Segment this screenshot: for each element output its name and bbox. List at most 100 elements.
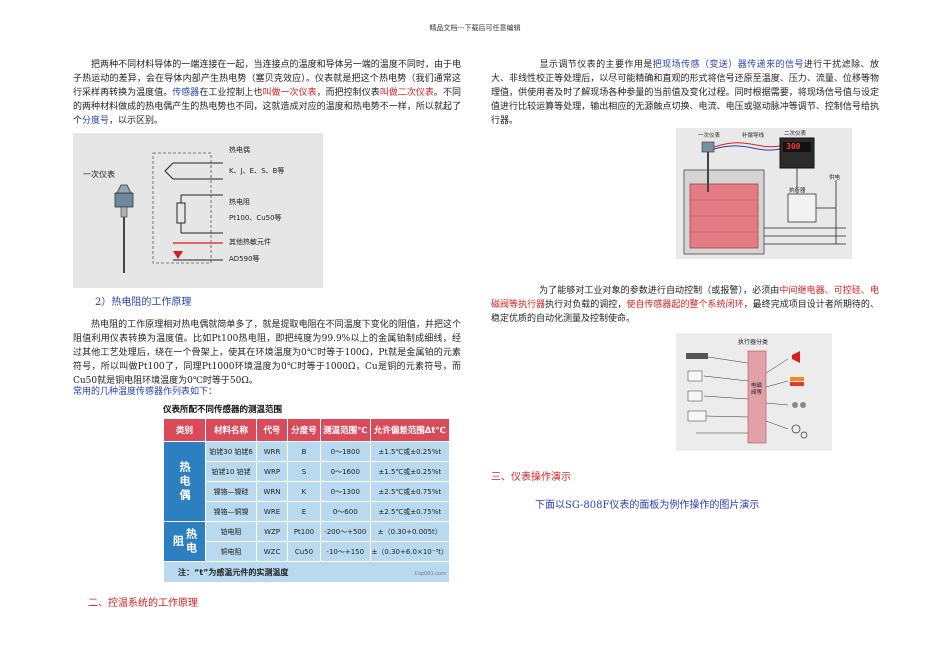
text-run: 执行对负载的调控， — [545, 300, 627, 310]
text-run: ，最终完成项目设计者所期待的、稳定优质的自动化测量及控制使命。 — [491, 300, 879, 324]
table-note: 注：“t”为感温元件的实测温度 — [163, 561, 450, 583]
label-rtd: 热电阻 — [229, 198, 250, 206]
table-cell: 0～600 — [320, 501, 371, 522]
label-other-element: 其他热敏元件 — [229, 238, 271, 246]
display-controller-paragraph: 显示调节仪表的主要作用是把现场传感（变送）器传递来的信号进行干扰滤除、放大、非线… — [491, 58, 879, 128]
heading-control-system: 二、控温系统的工作原理 — [88, 598, 198, 609]
table-cell: -10～+150 — [320, 541, 371, 562]
table-cell: 镍铬—镍硅 — [204, 481, 258, 502]
text-run: 把两种不同材料导体的一端连接在一起，当连接点的温度和导体另一端的温度不同时，由于… — [73, 60, 461, 98]
table-cell: ±（0.30+0.005t） — [369, 521, 451, 542]
highlight-signal: 把现场传感（变送）器传递来的信号 — [652, 60, 804, 70]
table-cell: Pt100 — [286, 521, 322, 542]
highlight-graduation-number: 分度号 — [82, 116, 110, 126]
table-watermark: Cop001.com — [414, 571, 446, 577]
label-thermocouple-types: K、J、E、S、B等 — [229, 167, 285, 175]
label-compensation-wire: 补偿导线 — [742, 133, 765, 139]
highlight-actuators: 中间继电器、可控硅、电磁阀等执行器 — [491, 286, 879, 310]
rtd-paragraph: 热电阻的工作原理相对热电偶就简单多了，就是提取电阻在不同温度下变化的阻值，并把这… — [73, 318, 461, 388]
page-header: 精品文档---下载后可任意编辑 — [429, 24, 521, 32]
table-header-row: 类别 材料名称 代号 分度号 测温范围℃ 允许偏差范围Δt℃ — [163, 418, 451, 442]
table-row: 镍铬—铜镍 WRE E 0～600 ±2.5℃或±0.75%t — [164, 501, 451, 522]
actuator-classification-diagram: 执行器分类 电磁阀等 — [676, 333, 832, 451]
table-cell: 镍铬—铜镍 — [204, 501, 258, 522]
table-row: 镍铬—镍硅 WRN K 0～1300 ±2.5℃或±0.75%t — [164, 481, 451, 502]
table-cell: WRP — [256, 461, 288, 482]
sensor-diagram-graphic — [114, 152, 223, 273]
table-cell: WRR — [256, 441, 288, 462]
table-cell: ±2.5℃或±0.75%t — [369, 501, 451, 522]
label-primary-instrument: 一次仪表 — [83, 170, 115, 179]
demo-description: 下面以SG-808F仪表的面板为例作操作的图片演示 — [535, 500, 760, 511]
text-run: 显示调节仪表的主要作用是 — [539, 60, 653, 70]
label-thermocouple: 热电偶 — [229, 146, 250, 154]
highlight-sensor: 传感器 — [172, 88, 200, 98]
label-rtd-types: Pt100、Cu50等 — [229, 214, 282, 222]
highlight-closed-loop: 使自传感器起的整个系统闭环 — [626, 300, 744, 310]
table-header: 材料名称 — [204, 418, 258, 442]
table-cell: E — [286, 501, 322, 522]
actuator-paragraph: 为了能够对工业对象的参数进行自动控制（或报警），必须由中间继电器、可控硅、电磁阀… — [491, 284, 879, 326]
text-run: 。不同的两种材料做成的热电偶产生的热电势也不同，这就造成对应的温度和热电势不一样… — [73, 88, 461, 126]
table-header: 允许偏差范围Δt℃ — [369, 418, 451, 442]
table-cell: K — [286, 481, 322, 502]
table-cell: 铂电阻 — [204, 521, 258, 542]
sensor-range-table: 类别 材料名称 代号 分度号 测温范围℃ 允许偏差范围Δt℃ 热电偶 铂铑30 … — [163, 418, 451, 583]
table-row: 铂铑10 铂铑 WRP S 0～1600 ±1.5℃或±0.25%t — [164, 461, 451, 482]
table-header: 代号 — [256, 418, 288, 442]
text-run: 为了能够对工业对象的参数进行自动控制（或报警），必须由 — [539, 286, 780, 296]
table-cell: ±1.5℃或±0.25%t — [369, 461, 451, 482]
table-cell: B — [286, 441, 322, 462]
category-thermocouple: 热电偶 — [163, 441, 206, 522]
label-other-types: AD590等 — [229, 255, 260, 263]
table-cell: WZC — [256, 541, 288, 562]
table-cell: 0～1600 — [320, 461, 371, 482]
label-actuator: 执行器 — [789, 188, 806, 194]
table-cell: 铂铑30 铂铑6 — [204, 441, 258, 462]
table-cell: WRN — [256, 481, 288, 502]
text-run: 热电阻的工作原理相对热电偶就简单多了，就是提取电阻在不同温度下变化的阻值，并把这… — [73, 320, 461, 386]
text-run: ，而把控制仪表 — [316, 88, 380, 98]
table-cell: 铂铑10 铂铑 — [204, 461, 258, 482]
table-title: 仪表所配不同传感器的测温范围 — [163, 405, 283, 415]
table-header: 测温范围℃ — [320, 418, 371, 442]
text-run: ，以示区别。 — [109, 116, 164, 126]
actuator-diagram-graphic — [686, 350, 808, 444]
table-header: 类别 — [163, 418, 206, 442]
table-cell: 0～1300 — [320, 481, 371, 502]
label-primary: 一次仪表 — [698, 133, 721, 139]
thermocouple-paragraph: 把两种不同材料导体的一端连接在一起，当连接点的温度和导体另一端的温度不同时，由于… — [73, 58, 461, 128]
diagram-title: 执行器分类 — [738, 339, 769, 346]
control-system-diagram: 一次仪表 补偿导线 二次仪表 300 执行器 供电 — [676, 128, 852, 259]
text-run: 在工业控制上也 — [199, 88, 263, 98]
controller-display: 300 — [786, 142, 801, 151]
caption-common-sensors: 常用的几种温度传感器作列表如下： — [73, 387, 218, 397]
table-header: 分度号 — [286, 418, 322, 442]
table-row: 铜电阻 WZC Cu50 -10～+150 ±（0.30+6.0×10⁻³t） — [164, 541, 451, 562]
table-row: 热电阻 铂电阻 WZP Pt100 -200～+500 ±（0.30+0.005… — [163, 521, 451, 562]
heading-rtd-principle: 2）热电阻的工作原理 — [95, 297, 192, 308]
control-system-graphic — [683, 137, 846, 255]
table-cell: S — [286, 461, 322, 482]
table-note-row: 注：“t”为感温元件的实测温度 — [163, 561, 450, 583]
table-cell: ±（0.30+6.0×10⁻³t） — [369, 541, 451, 562]
highlight-primary-instrument: 叫做一次仪表 — [262, 88, 317, 98]
label-power: 供电 — [829, 175, 841, 181]
category-rtd: 热电阻 — [163, 521, 206, 562]
highlight-secondary-instrument: 叫做二次仪表 — [379, 88, 434, 98]
table-cell: 0～1800 — [320, 441, 371, 462]
text-run: 进行干扰滤除、放大、非线性校正等处理后，以尽可能精确和直观的形式将信号还原至温度… — [491, 60, 879, 126]
table-cell: -200～+500 — [320, 521, 371, 542]
table-cell: WZP — [256, 521, 288, 542]
sensor-range-table-figure: 仪表所配不同传感器的测温范围 类别 材料名称 代号 分度号 测温范围℃ 允许偏差… — [163, 403, 451, 583]
heading-instrument-demo: 三、仪表操作演示 — [491, 472, 571, 483]
table-cell: ±1.5℃或±0.25%t — [369, 441, 451, 462]
sensor-types-diagram: 一次仪表 热电偶 K、J、E、S、B等 热电阻 Pt100、Cu50等 其他热敏… — [73, 133, 323, 288]
table-cell: WRE — [256, 501, 288, 522]
table-cell: ±2.5℃或±0.75%t — [369, 481, 451, 502]
table-row: 热电偶 铂铑30 铂铑6 WRR B 0～1800 ±1.5℃或±0.25%t — [163, 441, 451, 522]
label-center: 电磁阀等 — [751, 383, 763, 396]
table-cell: 铜电阻 — [204, 541, 258, 562]
label-secondary: 二次仪表 — [784, 131, 807, 137]
table-cell: Cu50 — [286, 541, 322, 562]
